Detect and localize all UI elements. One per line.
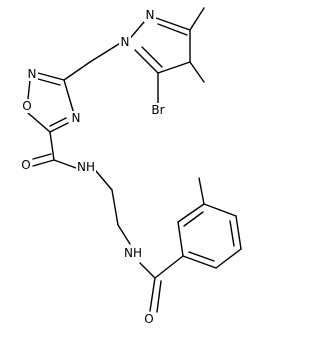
bond — [155, 17, 191, 31]
bond — [37, 78, 61, 86]
bond — [182, 255, 217, 269]
bond — [215, 248, 242, 269]
bond — [203, 203, 237, 217]
amide-nh-1: NH — [76, 160, 96, 174]
bond — [111, 189, 119, 226]
bond — [188, 251, 215, 262]
bond — [177, 221, 184, 257]
atom-label: Br — [151, 103, 164, 117]
bond — [189, 7, 205, 31]
carbonyl-oxygen-2: O — [143, 312, 155, 326]
bond — [157, 61, 191, 74]
atom-label: NH — [124, 246, 142, 260]
bond — [53, 159, 77, 169]
bond — [198, 177, 205, 205]
bond — [49, 122, 69, 133]
bond — [37, 72, 65, 81]
atom-label: O — [21, 158, 30, 172]
bond — [177, 203, 205, 223]
bond — [235, 215, 242, 250]
oxadiazole-n4: N — [26, 67, 38, 81]
bond — [141, 46, 163, 68]
molecule-diagram: N N Br N O N O NH — [20, 7, 242, 326]
bond — [27, 79, 31, 100]
pyrazole-n2: N — [144, 8, 156, 22]
bond — [32, 159, 55, 167]
bond — [117, 224, 131, 245]
atom-label: O — [144, 312, 153, 326]
bond — [183, 211, 204, 227]
bond — [63, 61, 91, 81]
atom-label: N — [72, 111, 81, 125]
atom-labels: N N Br N O N O NH — [20, 8, 168, 326]
bond-lines — [27, 7, 242, 313]
bond — [89, 41, 123, 63]
bond — [49, 131, 55, 161]
bond — [139, 262, 156, 279]
amide-nh-2: NH — [122, 246, 144, 260]
atom-label: NH — [77, 160, 95, 174]
bond — [189, 61, 205, 83]
bond — [32, 153, 52, 160]
atom-label: N — [146, 8, 155, 22]
bond — [27, 112, 51, 133]
bond — [154, 255, 184, 279]
bond — [149, 277, 156, 312]
oxadiazole-o1: O — [21, 99, 33, 113]
bromine-atom: Br — [148, 103, 168, 117]
bond — [156, 280, 162, 313]
atom-label: O — [22, 99, 31, 113]
bond — [134, 49, 159, 74]
atom-label: N — [121, 35, 130, 49]
bond — [49, 117, 67, 127]
bond — [229, 220, 235, 247]
bond — [157, 23, 188, 36]
pyrazole-n1: N — [119, 35, 131, 49]
bond — [95, 170, 113, 191]
bond — [63, 79, 75, 115]
atom-label: N — [28, 67, 37, 81]
carbonyl-oxygen-1: O — [20, 158, 32, 172]
oxadiazole-n2: N — [70, 111, 82, 125]
